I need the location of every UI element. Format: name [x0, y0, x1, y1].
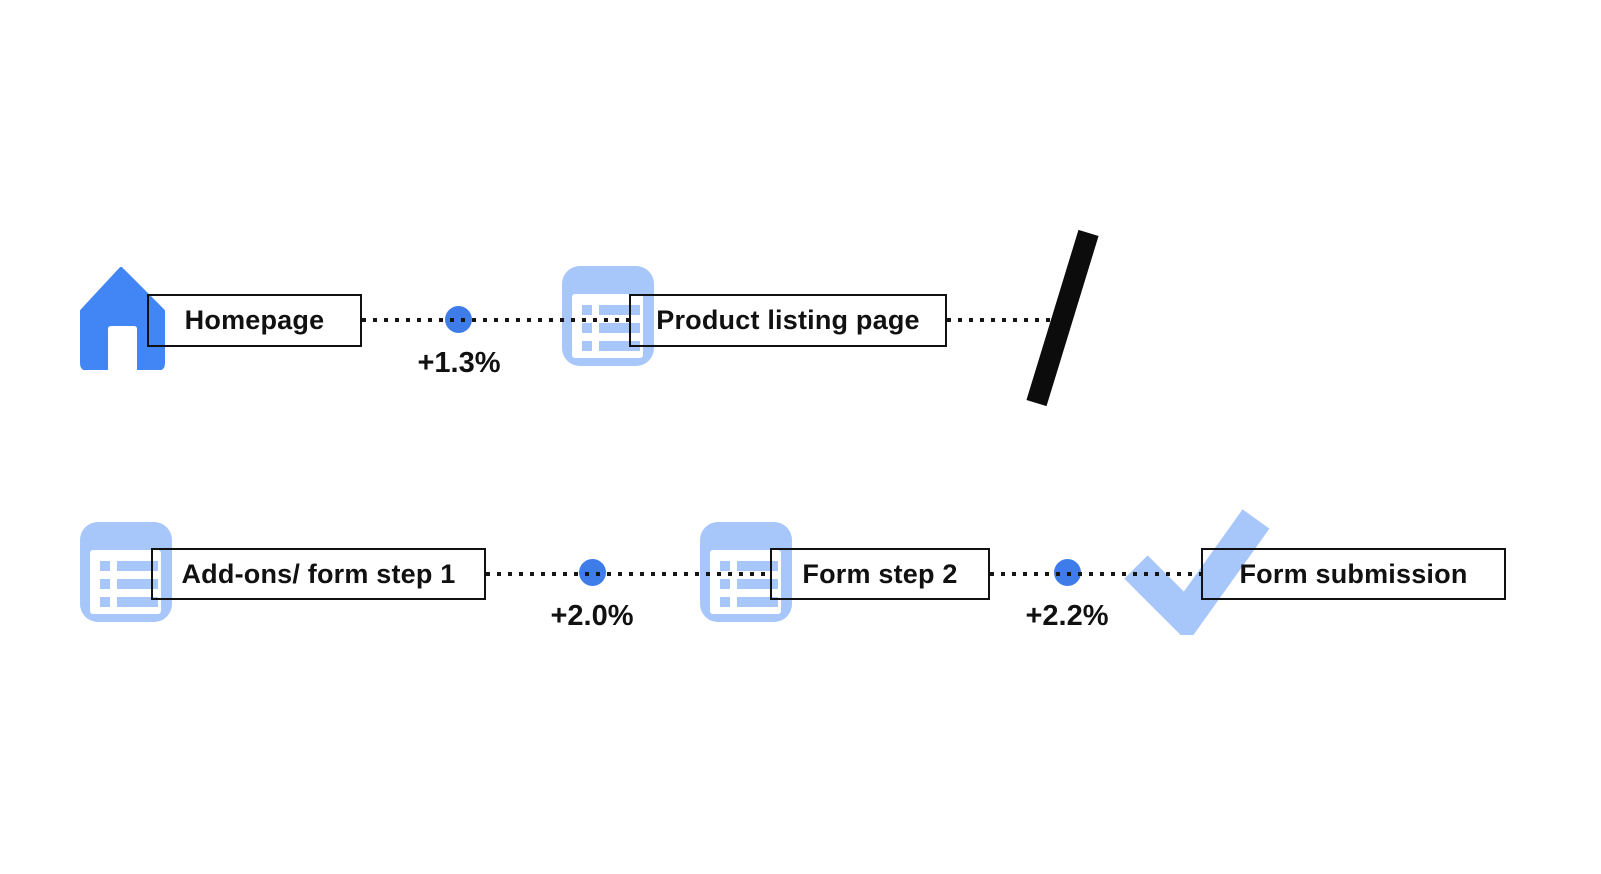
- list-page-icon: [80, 522, 172, 622]
- delta-label: +2.0%: [550, 600, 634, 632]
- step-label-box-form-submission: Form submission: [1201, 548, 1506, 600]
- step-label-box-homepage: Homepage: [147, 294, 362, 347]
- step-label: Form submission: [1239, 558, 1468, 589]
- step-label: Add-ons/ form step 1: [181, 558, 456, 589]
- list-page-icon: [562, 266, 654, 366]
- step-label-box-addons: Add-ons/ form step 1: [151, 548, 486, 600]
- delta-label: +1.3%: [417, 347, 501, 379]
- dotted-connector: [990, 572, 1201, 576]
- home-icon: [80, 267, 165, 370]
- dotted-connector: [486, 572, 770, 576]
- check-icon: [1124, 509, 1270, 635]
- delta-label: +2.2%: [1025, 600, 1109, 632]
- step-label: Form step 2: [802, 558, 958, 589]
- step-label: Homepage: [184, 305, 325, 335]
- step-label-box-product-listing: Product listing page: [629, 294, 947, 347]
- step-label: Product listing page: [656, 305, 920, 335]
- dotted-connector: [947, 318, 1052, 322]
- dotted-connector: [362, 318, 629, 322]
- step-label-box-form-step-2: Form step 2: [770, 548, 990, 600]
